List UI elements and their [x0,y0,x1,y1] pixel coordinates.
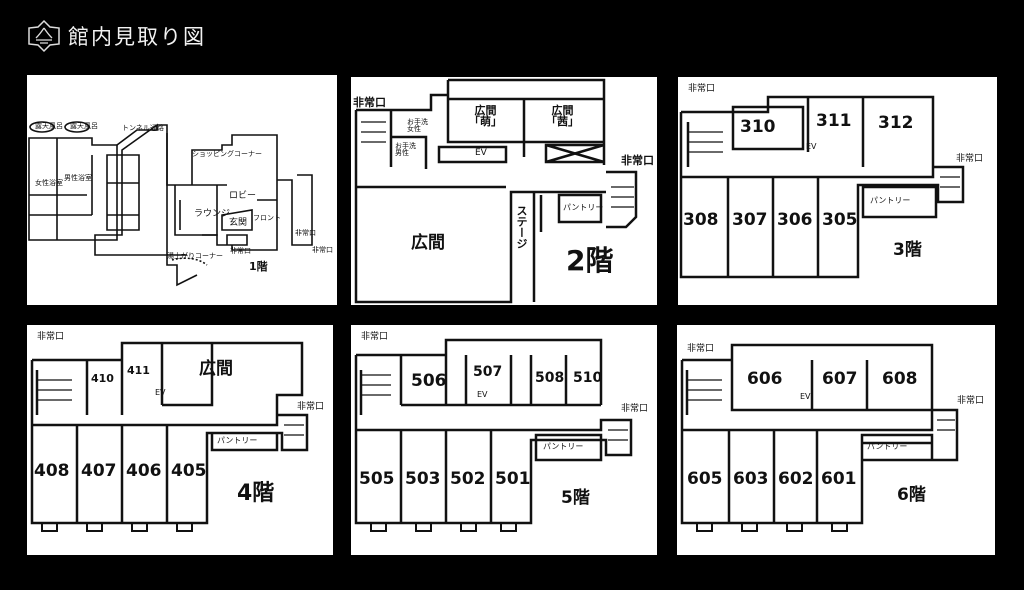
exit-label: 非常口 [295,229,316,237]
floor-label: 3階 [893,240,922,260]
room-label: 露天風呂 [35,122,63,130]
room-number[interactable]: 410 [91,372,114,385]
room-label: フロント [253,214,281,222]
ev-label: EV [477,390,488,399]
exit-label: 非常口 [353,96,386,109]
room-label: 男性浴室 [64,174,92,182]
room-number[interactable]: 607 [822,369,858,389]
room-number[interactable]: 312 [878,113,914,133]
room-number[interactable]: 508 [535,370,565,386]
room-number[interactable]: 507 [473,364,503,380]
floor-label: 2階 [566,244,614,277]
ev-label: EV [155,388,166,397]
exit-label: 非常口 [361,332,389,342]
room-wc-female: お手洗 女性 [407,118,428,133]
ev-label: EV [806,142,817,151]
floor-label: 1階 [249,260,268,273]
room-label: ラウンジ [194,209,231,219]
floor-plan-2f[interactable]: 非常口 非常口 広間 「萌」 広間 「茜」 お手洗 女性 お手洗 男性 EV 広… [351,77,657,305]
room-number[interactable]: 601 [821,469,857,489]
exit-label: 非常口 [37,332,65,342]
room-pantry: パントリー [217,436,258,445]
floor-plan-1f[interactable]: 露天風呂 露天風呂 トンネル通路 女性浴室 男性浴室 ショッピングコーナー 湯上… [27,75,337,305]
exit-label: 非常口 [621,404,649,414]
room-pantry: パントリー [543,442,584,451]
floor-plan-6f[interactable]: 非常口 非常口 606 607 608 605 603 602 601 EV パ… [677,325,995,555]
room-hall-moe: 広間 「萌」 [469,104,502,128]
floor-plan-4f[interactable]: 非常口 非常口 410 411 広間 408 407 406 405 EV パン… [27,325,333,555]
room-number[interactable]: 602 [778,469,814,489]
room-label: トンネル通路 [122,124,164,132]
room-number[interactable]: 503 [405,469,441,489]
room-label: 露天風呂 [70,122,98,130]
exit-label: 非常口 [297,402,325,412]
room-label: 女性浴室 [35,179,63,187]
floor-label: 6階 [897,485,926,505]
room-number[interactable]: 605 [687,469,723,489]
room-number[interactable]: 505 [359,469,395,489]
room-number[interactable]: 307 [732,210,768,230]
floor-label: 4階 [237,481,275,506]
room-number[interactable]: 305 [822,210,858,230]
room-number[interactable]: 506 [411,371,447,391]
room-pantry: パントリー [870,196,911,205]
room-stage: ステージ [515,205,528,249]
room-label: ショッピングコーナー [192,150,262,158]
room-number[interactable]: 311 [816,111,852,131]
room-number[interactable]: 606 [747,369,783,389]
room-number[interactable]: 510 [573,370,603,386]
room-number[interactable]: 406 [126,461,162,481]
exit-label: 非常口 [621,154,654,167]
room-number[interactable]: 502 [450,469,486,489]
room-label: ロビー [229,191,257,201]
room-hall-akane: 広間 「茜」 [546,104,579,128]
room-label: 湯上がりコーナー [167,252,223,260]
room-number[interactable]: 407 [81,461,117,481]
ev-label: EV [475,148,487,158]
room-number[interactable]: 603 [733,469,769,489]
exit-label: 非常口 [957,396,985,406]
room-label: 玄関 [229,218,248,228]
floor-plan-3f[interactable]: 非常口 非常口 310 311 312 308 307 306 305 EV パ… [678,77,997,305]
exit-label: 非常口 [230,247,251,255]
room-number[interactable]: 408 [34,461,70,481]
room-number[interactable]: 405 [171,461,207,481]
room-pantry: パントリー [867,442,908,451]
room-hall: 広間 [199,359,233,379]
room-hall-main: 広間 [411,233,445,253]
floor-label: 5階 [561,488,590,508]
exit-label: 非常口 [956,154,984,164]
page-header: 館内見取り図 [26,18,206,54]
crest-icon [28,19,60,53]
room-pantry: パントリー [563,203,604,212]
room-number[interactable]: 501 [495,469,531,489]
room-number[interactable]: 308 [683,210,719,230]
room-number[interactable]: 608 [882,369,918,389]
ev-label: EV [800,392,811,401]
room-wc-male: お手洗 男性 [395,142,416,157]
exit-label: 非常口 [687,344,715,354]
exit-label: 非常口 [312,246,333,254]
exit-label: 非常口 [688,84,716,94]
page-title: 館内見取り図 [68,25,206,49]
room-number[interactable]: 310 [740,117,776,137]
room-number[interactable]: 411 [127,364,150,377]
room-number[interactable]: 306 [777,210,813,230]
floor-plan-5f[interactable]: 非常口 非常口 506 507 508 510 505 503 502 501 … [351,325,657,555]
